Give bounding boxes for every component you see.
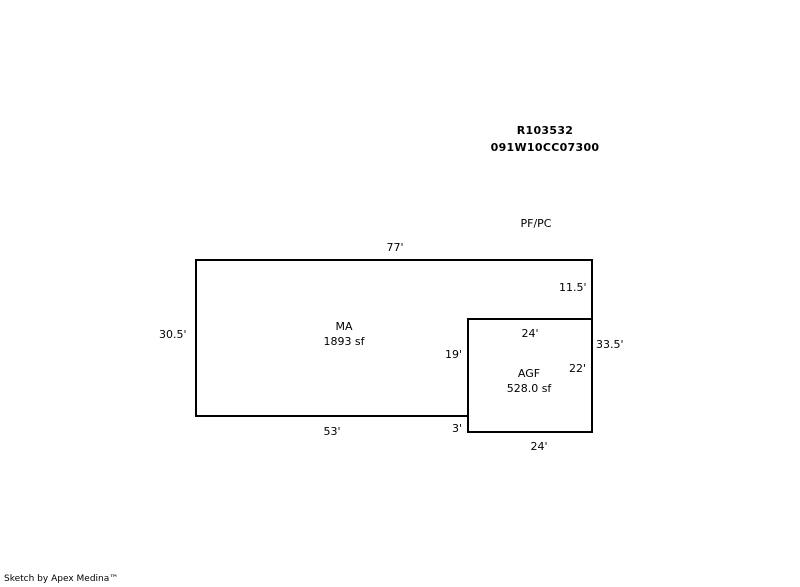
- map-tax-lot: 091W10CC07300: [490, 141, 600, 154]
- top-label: PF/PC: [520, 217, 552, 230]
- dimension-ma-left: 30.5': [159, 328, 187, 341]
- sketch-credit: Sketch by Apex Medina™: [4, 574, 119, 584]
- dimension-agf-left: 19': [445, 348, 463, 361]
- dimension-agf-bottom: 24': [530, 440, 548, 453]
- dimension-agf-left-lower: 3': [452, 422, 463, 435]
- dimension-ma-right-total: 33.5': [596, 338, 624, 351]
- dimension-ma-top: 77': [386, 241, 404, 254]
- area-ma-size: 1893 sf: [323, 335, 365, 348]
- dimension-agf-top: 24': [521, 327, 539, 340]
- account-number: R103532: [516, 124, 574, 137]
- area-ma-code: MA: [335, 320, 353, 333]
- agf-outline: [467, 318, 593, 433]
- dimension-ma-bottom: 53': [323, 425, 341, 438]
- area-agf: AGF 528.0 sf: [507, 366, 552, 396]
- area-ma: MA 1893 sf: [323, 319, 364, 349]
- parcel-identifiers: R103532 091W10CC07300: [491, 122, 600, 156]
- area-agf-code: AGF: [517, 367, 541, 380]
- dimension-agf-right: 22': [569, 362, 587, 375]
- dimension-ma-right-upper: 11.5': [559, 281, 587, 294]
- area-agf-size: 528.0 sf: [506, 382, 552, 395]
- ma-outline: [195, 259, 593, 417]
